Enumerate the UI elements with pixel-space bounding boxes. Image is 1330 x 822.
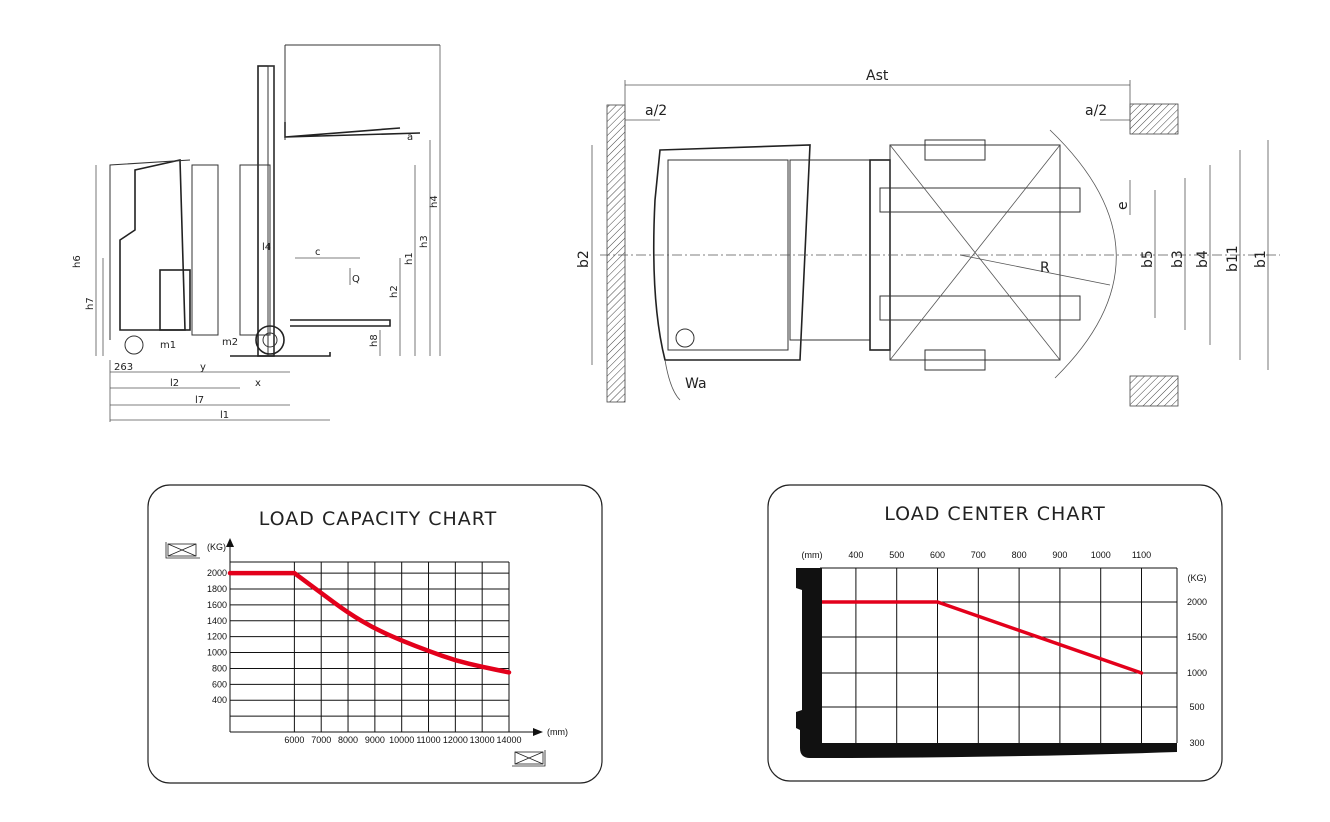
label-a: a <box>407 132 413 143</box>
label-h7: h7 <box>85 297 96 310</box>
y-tick-label: 1000 <box>1187 668 1207 678</box>
y-tick-label: 1000 <box>207 648 227 658</box>
y-tick-label: 500 <box>1189 702 1204 712</box>
y-tick-label: 1600 <box>207 600 227 610</box>
x-tick-label: 600 <box>930 550 945 560</box>
x-tick-label: 900 <box>1052 550 1067 560</box>
label-m1: m1 <box>160 340 176 351</box>
x-tick-label: 700 <box>971 550 986 560</box>
label-h2: h2 <box>389 285 400 298</box>
load-center-chart: 400 500 600 700 800 900 1000 1100 2000 1500 1000 50… <box>802 550 1208 748</box>
label-h1: h1 <box>404 252 415 265</box>
y-axis-label: (KG) <box>207 542 226 552</box>
y-tick-label: 300 <box>1189 738 1204 748</box>
label-a-half-right: a/2 <box>1085 103 1107 119</box>
side-view-drawing: h6 h7 h1 h2 h3 h4 h8 l4 c Q m1 m2 263 y … <box>72 44 441 422</box>
label-h6: h6 <box>72 255 83 268</box>
label-h4: h4 <box>429 195 440 208</box>
capacity-line <box>818 600 1144 675</box>
top-view-drawing: Ast a/2 a/2 b2 e b5 b3 b4 b11 b1 R Wa <box>576 68 1280 407</box>
x-tick-label: 7000 <box>311 735 331 745</box>
label-l1: l1 <box>220 410 229 421</box>
x-axis-label: (mm) <box>547 727 568 737</box>
label-b2: b2 <box>576 250 592 268</box>
label-wa: Wa <box>685 376 707 392</box>
label-b3: b3 <box>1170 250 1186 268</box>
x-axis-label: (mm) <box>802 550 823 560</box>
x-tick-label: 6000 <box>284 735 304 745</box>
label-b11: b11 <box>1225 245 1241 272</box>
load-center-panel <box>767 484 1223 782</box>
label-a-half-left: a/2 <box>645 103 667 119</box>
x-axis-arrow <box>533 728 543 736</box>
x-tick-label: 14000 <box>496 735 521 745</box>
x-tick-label: 9000 <box>365 735 385 745</box>
label-h3: h3 <box>419 235 430 248</box>
fork-silhouette-icon <box>795 568 1177 758</box>
load-capacity-panel <box>147 484 603 784</box>
x-tick-label: 1000 <box>1091 550 1111 560</box>
label-b5: b5 <box>1140 250 1156 268</box>
x-tick-label: 800 <box>1012 550 1027 560</box>
load-capacity-title: LOAD CAPACITY CHART <box>259 508 497 530</box>
x-tick-label: 8000 <box>338 735 358 745</box>
label-b4: b4 <box>1195 250 1211 268</box>
y-axis-label: (KG) <box>1188 573 1207 583</box>
y-tick-label: 2000 <box>1187 597 1207 607</box>
y-tick-label: 400 <box>212 695 227 705</box>
label-q: Q <box>352 274 360 285</box>
label-c: c <box>315 247 321 258</box>
x-tick-label: 1100 <box>1132 550 1151 560</box>
y-tick-label: 1400 <box>207 616 227 626</box>
label-r: R <box>1040 260 1050 276</box>
label-y: y <box>200 362 206 373</box>
pallet-load-icon <box>512 750 546 767</box>
label-l4: l4 <box>262 242 271 253</box>
label-l2: l2 <box>170 378 179 389</box>
x-tick-label: 11000 <box>416 735 440 745</box>
x-tick-label: 10000 <box>389 735 414 745</box>
y-tick-label: 1200 <box>207 632 227 642</box>
label-b1: b1 <box>1253 250 1269 268</box>
label-h8: h8 <box>369 334 380 347</box>
x-tick-label: 400 <box>848 550 863 560</box>
y-tick-label: 1800 <box>207 584 227 594</box>
x-tick-label: 12000 <box>443 735 468 745</box>
capacity-curve <box>227 570 512 675</box>
x-tick-label: 500 <box>889 550 904 560</box>
pallet-load-icon <box>165 542 200 559</box>
x-tick-label: 13000 <box>470 735 495 745</box>
label-ast: Ast <box>866 68 889 84</box>
label-m2: m2 <box>222 337 238 348</box>
y-tick-label: 2000 <box>207 568 227 578</box>
label-x: x <box>255 378 261 389</box>
y-axis-arrow <box>226 538 234 547</box>
label-263: 263 <box>114 362 133 373</box>
y-tick-label: 600 <box>212 679 227 689</box>
y-tick-label: 1500 <box>1187 632 1207 642</box>
label-e: e <box>1115 201 1131 210</box>
label-l7: l7 <box>195 395 204 406</box>
load-center-title: LOAD CENTER CHART <box>884 503 1106 525</box>
y-tick-label: 800 <box>212 663 227 673</box>
